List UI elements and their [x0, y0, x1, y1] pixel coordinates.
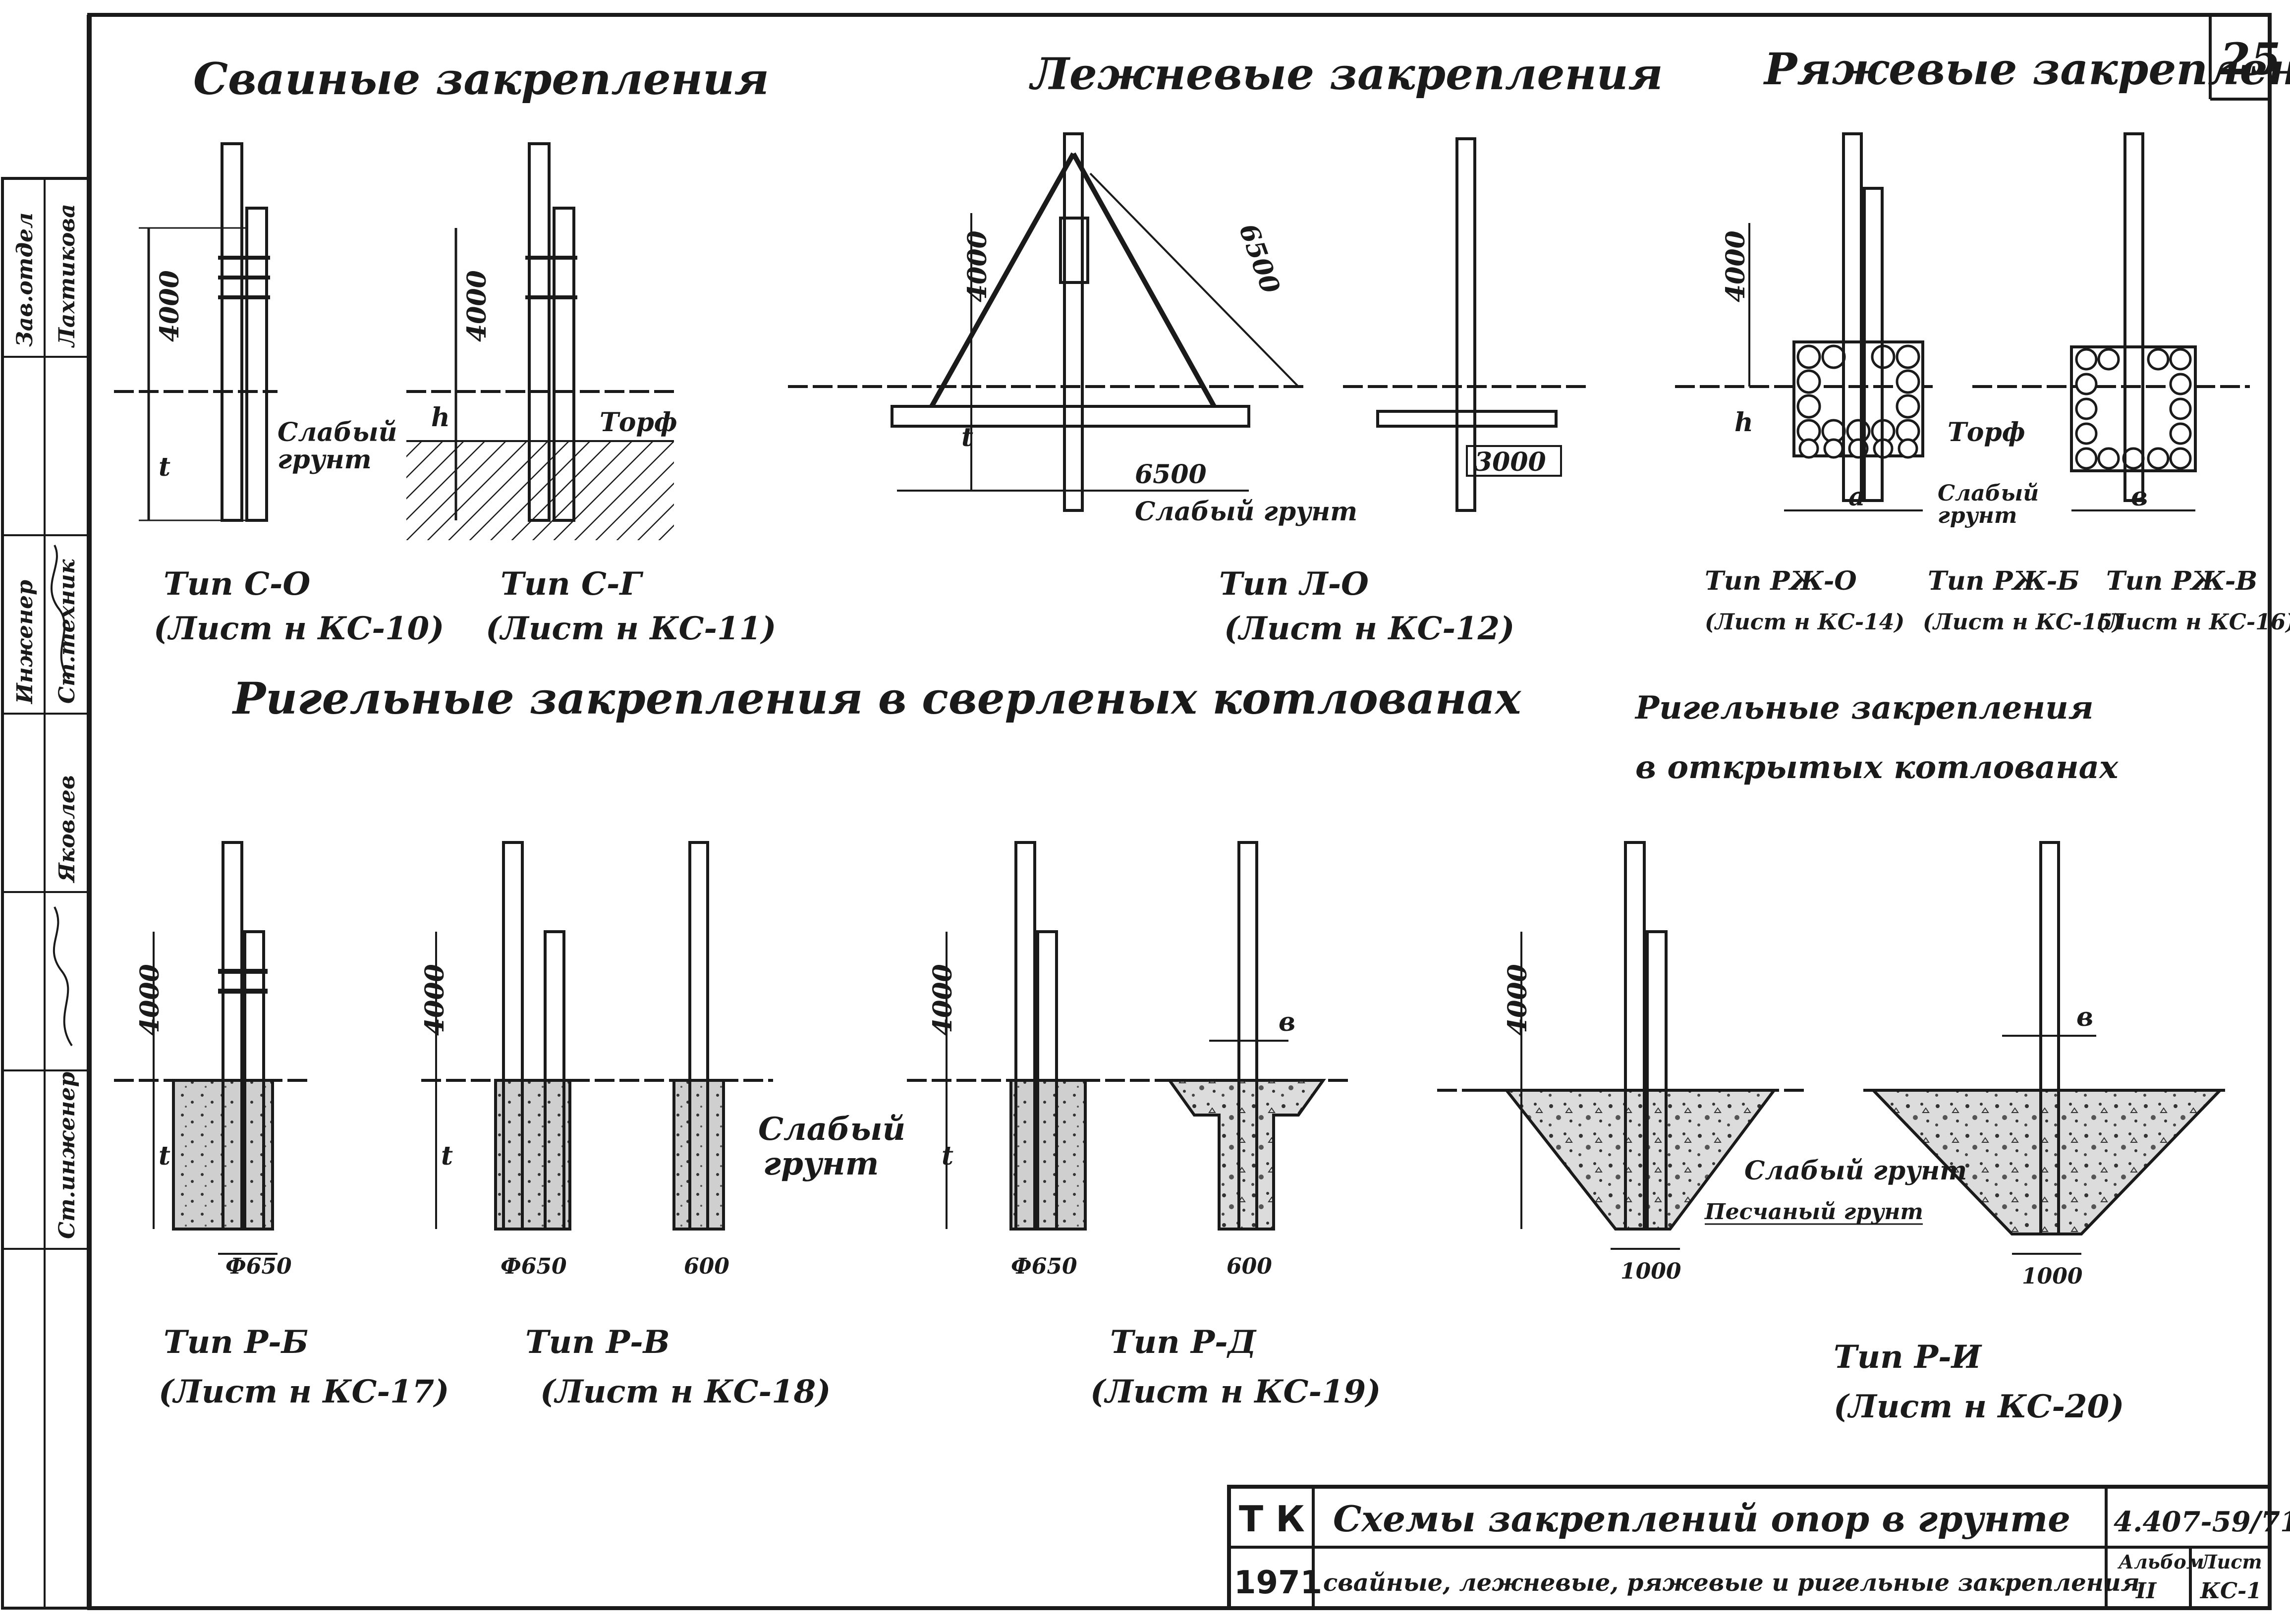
- type-ref: (Лист н КС-16): [2096, 610, 2290, 635]
- peat-label: Торф: [1948, 417, 2025, 448]
- stamp-role-1: Зав.отдел: [12, 213, 38, 347]
- dim-t: t: [159, 452, 170, 482]
- signature: [53, 906, 73, 1047]
- dim-4000: 4000: [928, 964, 958, 1036]
- dim-b: в: [1279, 1007, 1295, 1037]
- type-ref: (Лист н КС-15): [1923, 610, 2122, 635]
- dim-3000: 3000: [1474, 447, 1546, 477]
- code-letters: Т К: [1239, 1498, 1305, 1540]
- type-name: Тип РЖ-В: [2106, 566, 2257, 596]
- section-title-crib: Ряжевые закрепления: [1763, 43, 2290, 95]
- type-name: Тип С-Г: [501, 565, 643, 603]
- type-name: Тип Р-И: [1834, 1339, 1983, 1376]
- signature: [51, 545, 70, 680]
- sheet-value: КС-1: [2199, 1578, 2262, 1604]
- drawing-subtitle: свайные, лежневые, ряжевые и ригельные з…: [1323, 1569, 2140, 1597]
- weak-soil-1: Слабый: [758, 1111, 905, 1148]
- type-ref: (Лист н КС-17): [159, 1373, 449, 1410]
- diagram-type-r-i: 4000 в 1000 1000 Слабый грунт Песчаный г…: [1437, 841, 2225, 1425]
- side-stamp: Зав.отдел Лахтикова Ст.техник Инженер Як…: [1, 177, 91, 1610]
- type-ref: (Лист н КС-20): [1834, 1388, 2124, 1425]
- type-ref: (Лист н КС-11): [486, 610, 776, 647]
- dim-h: h: [1734, 407, 1753, 438]
- dim-6500-diag: 6500: [1233, 220, 1286, 298]
- sand-soil: Песчаный грунт: [1704, 1199, 1923, 1225]
- album-label: Альбом: [2117, 1551, 2204, 1573]
- dim-4000: 4000: [962, 230, 993, 302]
- type-ref: (Лист н КС-10): [154, 610, 444, 647]
- sheet-number: 25: [2220, 33, 2281, 85]
- diagram-type-l-o: 4000 6500 t 6500 Слабый грунт 3000 Тип Л…: [788, 132, 1586, 647]
- stamp-name-1: Лахтикова: [55, 204, 80, 348]
- sheet-number-box: 25: [2209, 15, 2281, 101]
- stamp-role-4: Инженер: [12, 580, 38, 705]
- dim-t: t: [942, 1141, 953, 1171]
- section-title-pile: Сваиные закрепления: [193, 53, 769, 105]
- dim-1000: 1000: [1620, 1259, 1681, 1284]
- project-code: 4.407-59/71: [2114, 1506, 2290, 1538]
- sheet-label: Лист: [2199, 1551, 2262, 1573]
- weak-soil: Слабый грунт: [1744, 1156, 1967, 1186]
- weak-soil-2: грунт: [1938, 503, 2017, 528]
- dim-4000: 4000: [462, 270, 492, 342]
- diagram-type-r-d: 4000 t в Ф650 600 Тип Р-Д (Лист н КС-19): [907, 841, 1381, 1410]
- peat-label: Торф: [600, 407, 677, 438]
- dim-4000: 4000: [1503, 964, 1533, 1036]
- type-name: Тип РЖ-О: [1705, 566, 1857, 596]
- type-ref: (Лист н КС-14): [1705, 610, 1904, 635]
- dim-650: Ф650: [225, 1254, 292, 1279]
- year: 1971: [1234, 1565, 1322, 1601]
- dim-t: t: [159, 1141, 170, 1171]
- dim-h: h: [431, 402, 450, 433]
- diagram-type-c-g: 4000 h Торф Тип С-Г (Лист н КС-11): [406, 142, 776, 647]
- dim-t: t: [961, 422, 973, 452]
- album-value: II: [2135, 1578, 2157, 1604]
- weak-soil-2: грунт: [278, 445, 372, 475]
- dim-600: 600: [684, 1254, 729, 1279]
- stamp-role-3: Ст.техник: [55, 559, 80, 704]
- type-ref: (Лист н КС-18): [540, 1373, 831, 1410]
- section-title-crossbar-drilled: Ригельные закрепления в сверленых котлов…: [231, 672, 1522, 724]
- stamp-role-5: Ст.инженер: [55, 1072, 80, 1239]
- drawing-title: Схемы закреплений опор в грунте: [1333, 1498, 2070, 1540]
- type-name: Тип Р-Б: [164, 1324, 308, 1361]
- dim-a: а: [1848, 482, 1865, 512]
- section-title-crossbar-open-1: Ригельные закрепления: [1634, 689, 2094, 727]
- dim-4000: 4000: [1721, 230, 1751, 302]
- dim-b: в: [2076, 1002, 2093, 1032]
- diagram-type-r-v: 4000 t Ф650 600 Слабый грунт Тип Р-В (Ли…: [420, 841, 905, 1410]
- weak-soil: Слабый грунт: [1135, 497, 1357, 527]
- type-name: Тип РЖ-Б: [1928, 566, 2079, 596]
- weak-soil-1: Слабый: [278, 417, 397, 448]
- dim-650: Ф650: [1011, 1254, 1077, 1279]
- dim-1000: 1000: [2022, 1264, 2083, 1289]
- section-title-sill: Лежневые закрепления: [1029, 48, 1663, 100]
- type-name: Тип Л-О: [1219, 565, 1369, 603]
- type-name: Тип С-О: [164, 565, 310, 603]
- diagram-type-c-o: 4000 t Слабый грунт Тип С-О (Лист н КС-1…: [114, 142, 444, 647]
- type-name: Тип Р-В: [525, 1324, 670, 1361]
- title-block: Т К 1971 Схемы закреплений опор в грунте…: [1227, 1485, 2290, 1610]
- dim-600: 600: [1227, 1254, 1272, 1279]
- dim-4000: 4000: [420, 964, 450, 1036]
- diagram-type-rzh-o: 4000 h а Торф Слабый грунт Тип РЖ-О (Лис…: [1675, 132, 2039, 635]
- dim-t: t: [441, 1141, 453, 1171]
- diagram-type-rzh-b: в Тип РЖ-Б (Лист н КС-15) Тип РЖ-В (Лист…: [1923, 132, 2290, 635]
- stamp-name-2: Яковлев: [55, 775, 80, 884]
- dim-650: Ф650: [501, 1254, 567, 1279]
- dim-6500: 6500: [1135, 459, 1207, 490]
- diagram-type-r-b: 4000 t Ф650 Тип Р-Б (Лист н КС-17): [114, 841, 449, 1410]
- dim-b: в: [2131, 482, 2148, 512]
- type-ref: (Лист н КС-19): [1090, 1373, 1381, 1410]
- weak-soil-1: Слабый: [1938, 481, 2039, 506]
- type-name: Тип Р-Д: [1110, 1324, 1257, 1361]
- section-title-crossbar-open-2: в открытых котлованах: [1635, 749, 2119, 786]
- dim-4000: 4000: [155, 270, 185, 342]
- dim-4000: 4000: [135, 964, 165, 1036]
- weak-soil-2: грунт: [763, 1145, 879, 1182]
- type-ref: (Лист н КС-12): [1224, 610, 1514, 647]
